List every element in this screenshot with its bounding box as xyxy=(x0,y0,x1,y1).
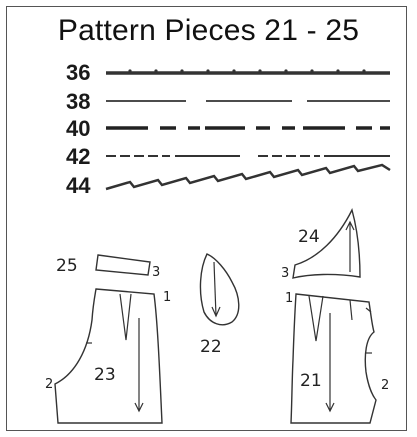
piece-23-corner-2: 2 xyxy=(45,377,53,392)
piece-21-corner-2: 2 xyxy=(381,378,389,393)
piece-21-number: 21 xyxy=(300,371,322,391)
pattern-piece-23: 23 1 2 xyxy=(45,288,171,424)
piece-24-corner-3: 3 xyxy=(281,266,289,281)
piece-25-corner-3: 3 xyxy=(152,265,160,280)
size-label-44: 44 xyxy=(66,173,91,198)
page-title: Pattern Pieces 21 - 25 xyxy=(57,14,360,47)
piece-23-number: 23 xyxy=(94,365,116,385)
piece-23-corner-1: 1 xyxy=(163,290,171,305)
size-line-36 xyxy=(106,69,390,75)
size-label-38: 38 xyxy=(66,89,91,114)
pattern-piece-22: 22 xyxy=(199,253,240,357)
piece-24-number: 24 xyxy=(298,227,320,247)
size-label-42: 42 xyxy=(66,144,91,169)
size-line-44 xyxy=(105,163,391,191)
pattern-piece-25: 25 3 xyxy=(56,254,160,280)
pattern-piece-21: 21 1 2 xyxy=(285,291,389,424)
piece-22-number: 22 xyxy=(200,337,222,357)
size-label-36: 36 xyxy=(66,60,91,85)
piece-21-corner-1: 1 xyxy=(285,291,293,306)
piece-25-number: 25 xyxy=(56,256,78,276)
diagram-frame xyxy=(6,6,407,431)
size-label-40: 40 xyxy=(66,116,91,141)
pattern-piece-24: 24 3 xyxy=(281,208,361,281)
